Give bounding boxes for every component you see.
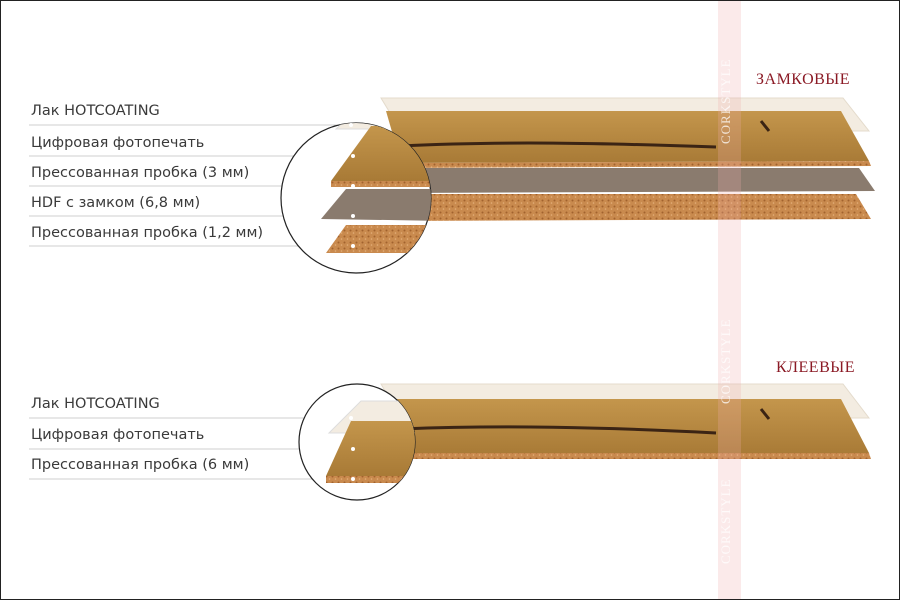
layer-label: Прессованная пробка (3 мм) — [31, 165, 250, 181]
watermark-band — [718, 1, 741, 599]
cork-layer-6mm — [401, 453, 871, 459]
wood-knot — [759, 408, 771, 420]
wood-crack — [400, 141, 717, 149]
layer-label: Лак HOTCOATING — [31, 103, 160, 119]
wood-knot — [759, 120, 771, 132]
watermark-text: CORKSTYLE — [718, 318, 733, 404]
wood-crack — [400, 425, 717, 435]
glue-floor-stack — [380, 383, 871, 459]
cork-layer-3mm — [401, 161, 871, 168]
cork-layer-1-2mm — [401, 194, 871, 221]
layer-label: Лак HOTCOATING — [31, 396, 160, 412]
hdf-layer — [401, 168, 875, 193]
lock-floor-stack — [380, 97, 875, 221]
layer-label: Цифровая фотопечать — [31, 135, 205, 151]
wood-print-layer — [386, 111, 869, 163]
layer-label: HDF с замком (6,8 мм) — [31, 195, 201, 211]
watermark-text: CORKSTYLE — [718, 478, 733, 564]
section-title-glue: КЛЕЕВЫЕ — [776, 359, 855, 376]
layer-label: Прессованная пробка (6 мм) — [31, 457, 250, 473]
wood-print-layer — [386, 399, 869, 455]
leader-dots-top — [349, 123, 355, 248]
watermark-text: CORKSTYLE — [718, 58, 733, 144]
leader-lines-bottom — [29, 417, 351, 480]
layer-label: Прессованная пробка (1,2 мм) — [31, 225, 264, 241]
magnified-layers-bottom — [326, 400, 415, 483]
layer-label: Цифровая фотопечать — [31, 427, 205, 443]
leader-dots-bottom — [349, 416, 355, 481]
section-title-lock: ЗАМКОВЫЕ — [756, 71, 851, 88]
